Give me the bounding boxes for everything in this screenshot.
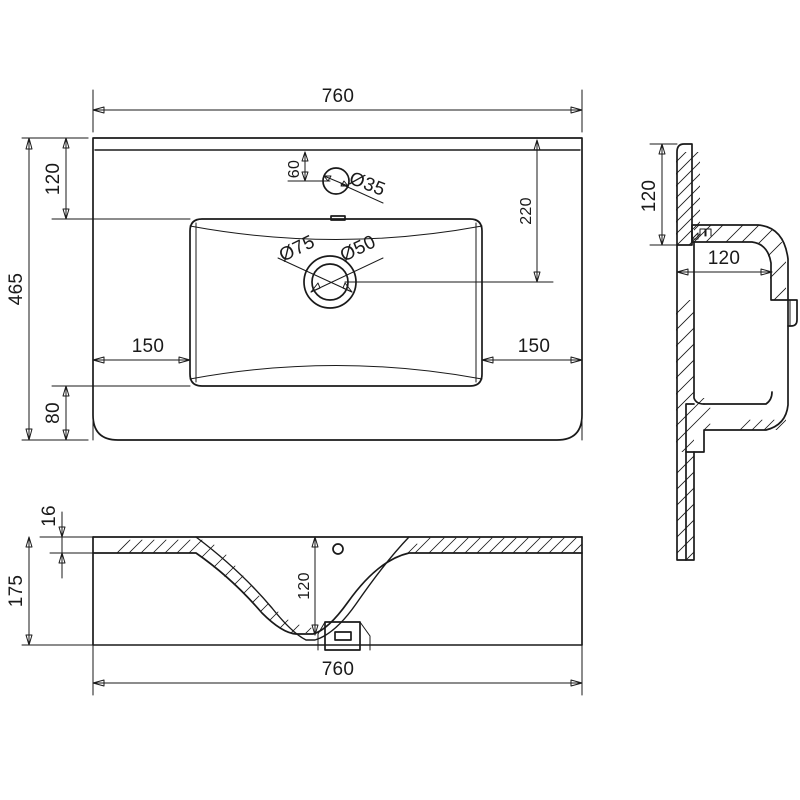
tap-offset-label: 60 [286, 160, 303, 178]
front-drain-boss-slot [334, 631, 352, 641]
left-offset-arrow-left [92, 356, 105, 364]
width-arrow-right [570, 106, 583, 114]
top-view: Ø35 60 Ø75 Ø50 76 [6, 86, 583, 441]
left-offset-label: 150 [132, 336, 165, 357]
front-height-arrow-bottom [25, 634, 33, 646]
top-view-overflow-slot [330, 215, 346, 221]
front-ledge-arrow-top [62, 385, 70, 397]
tap-hole-diameter-arrow [323, 175, 349, 187]
front-width-arrow-left [92, 679, 105, 687]
side-back-plate-hatch [676, 152, 700, 245]
back-ledge-arrow-top [62, 137, 70, 149]
right-offset-arrow-right [570, 356, 583, 364]
front-drain-boss-left-fillet [317, 621, 326, 651]
top-view-bowl-rim-top [189, 225, 483, 240]
front-bowl-hatch [99, 537, 582, 633]
side-back-plate-outline [676, 143, 693, 246]
tap-offset-arrow-bottom [301, 171, 309, 182]
front-bowl-depth-arrow-bottom [311, 624, 319, 636]
width-arrow-left [92, 106, 105, 114]
top-view-bowl-rim-bottom [189, 365, 483, 380]
top-view-bowl-outline [189, 218, 483, 387]
back-ledge-label: 120 [43, 163, 64, 196]
front-drain-boss [324, 621, 361, 651]
side-rim-outer-outline [691, 224, 789, 301]
side-depth-arrow-right [760, 268, 773, 276]
top-view-body-outline [92, 137, 583, 441]
drain-back-arrow-bottom [533, 271, 541, 283]
tap-offset-arrow-top [301, 151, 309, 162]
side-overflow-notch [699, 228, 712, 237]
front-section-view: 16 175 120 760 [6, 505, 583, 696]
front-thickness-arrow-top [58, 526, 66, 538]
drain-outer-dia-label: Ø75 [276, 231, 318, 266]
front-ledge-label: 80 [43, 402, 64, 424]
width-label: 760 [322, 86, 355, 107]
front-height-label: 175 [6, 575, 27, 608]
depth-arrow-bottom [25, 428, 33, 441]
side-lower-hatch [676, 300, 786, 452]
depth-label: 465 [6, 273, 27, 306]
drain-back-arrow-top [533, 139, 541, 151]
front-bowl-profile-inner [92, 552, 583, 635]
front-bowl-profile-outer [195, 536, 410, 641]
front-width-arrow-right [570, 679, 583, 687]
side-notch-arrow [691, 232, 699, 240]
side-depth-label: 120 [708, 248, 741, 269]
front-height-arrow-top [25, 536, 33, 548]
side-bowl-outer-profile [685, 299, 789, 453]
drain-outer-arrowhead [342, 282, 353, 293]
side-foot-hatch [677, 452, 694, 560]
drain-outer-dia-arrow [277, 257, 353, 293]
front-bowl-depth-arrow-top [311, 536, 319, 548]
depth-arrow-top [25, 137, 33, 150]
tap-hole-leader [340, 183, 384, 204]
side-height-arrow-top [658, 143, 666, 155]
side-bowl-bottom-lip [703, 391, 773, 405]
back-ledge-arrow-bottom [62, 208, 70, 220]
drain-inner-arrowhead [310, 282, 321, 293]
side-depth-arrow-left [676, 268, 689, 276]
drain-back-label: 220 [518, 197, 535, 225]
side-height-arrow-bottom [658, 234, 666, 246]
side-bowl-inner-profile [693, 241, 705, 405]
front-thickness-label: 16 [39, 505, 60, 527]
side-drain-spigot [787, 299, 798, 327]
front-bowl-depth-label: 120 [296, 572, 313, 600]
side-section-view: 120 120 [639, 143, 798, 561]
drain-inner-dia-label: Ø50 [337, 231, 379, 266]
tap-hole-arrowhead-left [323, 175, 332, 182]
front-overflow-hole [332, 543, 344, 555]
front-ledge-arrow-bottom [62, 429, 70, 441]
drain-inner-dia-arrow [310, 257, 384, 293]
side-height-label: 120 [639, 180, 660, 213]
front-thickness-arrow-bottom [58, 552, 66, 564]
right-offset-arrow-left [481, 356, 494, 364]
right-offset-label: 150 [518, 336, 551, 357]
front-drain-boss-right-fillet [359, 621, 371, 651]
left-offset-arrow-right [178, 356, 191, 364]
front-width-label: 760 [322, 659, 355, 680]
